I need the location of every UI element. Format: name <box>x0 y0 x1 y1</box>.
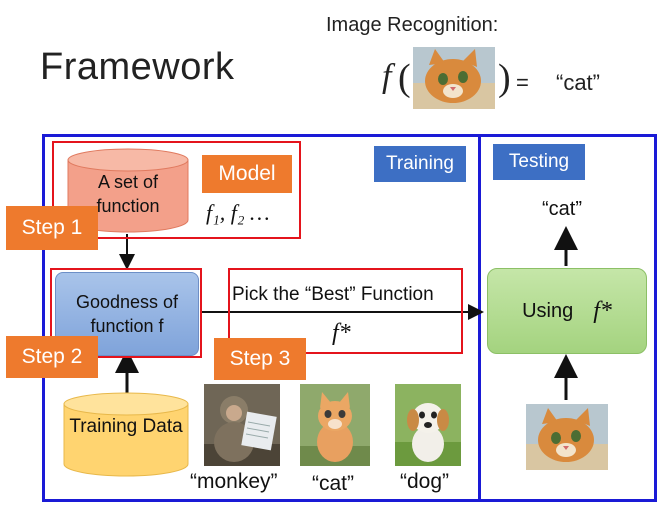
step-3-tag: Step 3 <box>214 338 306 380</box>
test-output-label: “cat” <box>542 198 582 220</box>
function-symbol: f <box>382 58 392 95</box>
pick-best-text: Pick the “Best” Function <box>232 284 434 305</box>
monkey-label: “monkey” <box>190 470 278 493</box>
step-2-tag: Step 2 <box>6 336 98 378</box>
dog-photo-icon <box>395 384 461 466</box>
using-f-star: f* <box>593 297 612 324</box>
close-paren: ) <box>498 57 511 99</box>
equals-sign: = <box>516 70 529 95</box>
using-f-star-box: Using f* <box>487 268 647 354</box>
dog-label: “dog” <box>400 470 450 493</box>
goodness-red-box <box>50 268 202 358</box>
training-data-cylinder <box>63 392 189 477</box>
image-recognition-label: Image Recognition: <box>326 14 499 36</box>
model-red-box <box>52 141 301 239</box>
output-cat-label: “cat” <box>556 70 600 95</box>
open-paren: ( <box>398 57 411 99</box>
training-tag: Training <box>374 146 466 182</box>
training-data-text: Training Data <box>69 416 183 437</box>
page-title: Framework <box>40 46 235 88</box>
model-tag: Model <box>202 155 292 193</box>
using-text: Using <box>522 299 574 322</box>
testing-tag: Testing <box>493 144 585 180</box>
cat-label: “cat” <box>312 472 354 495</box>
function-list: f₁, f₂ … <box>206 200 270 225</box>
cat-photo-icon <box>300 384 370 466</box>
cat-photo-icon <box>413 47 495 109</box>
framework-frame <box>42 134 657 502</box>
f-star-label: f* <box>332 320 351 346</box>
pick-best-red-box <box>228 268 463 354</box>
test-cat-photo-icon <box>526 404 608 470</box>
monkey-photo-icon <box>204 384 280 466</box>
function-set-text: A set of function <box>96 172 160 217</box>
step-1-tag: Step 1 <box>6 206 98 250</box>
